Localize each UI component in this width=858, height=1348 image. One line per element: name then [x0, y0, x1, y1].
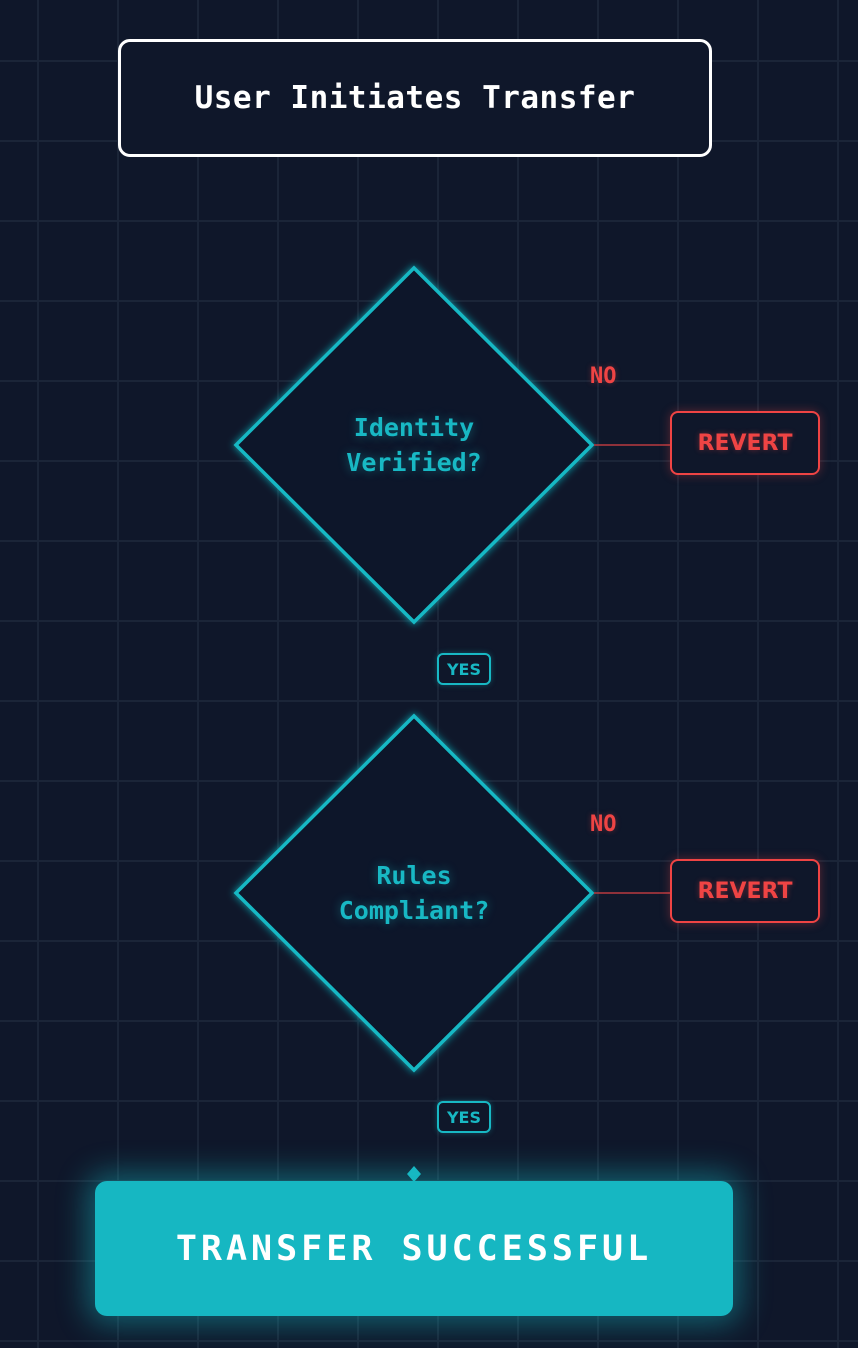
decision-identity-label[interactable]: Identity Verified? — [294, 410, 534, 480]
decision-identity-line2: Verified? — [346, 448, 482, 477]
no-label-identity: NO — [590, 364, 617, 389]
revert-button-rules[interactable]: REVERT — [670, 859, 820, 923]
yes-badge-rules: YES — [437, 1101, 491, 1133]
success-node-label: TRANSFER SUCCESSFUL — [175, 1228, 653, 1269]
yes-badge-identity: YES — [437, 653, 491, 685]
no-label-rules: NO — [590, 812, 617, 837]
decision-identity-line1: Identity — [353, 413, 475, 442]
success-node[interactable]: TRANSFER SUCCESSFUL — [95, 1181, 733, 1316]
start-node[interactable]: User Initiates Transfer — [118, 39, 712, 157]
revert-button-identity[interactable]: REVERT — [670, 411, 820, 475]
decision-rules-line2: Compliant? — [338, 896, 490, 925]
decision-rules-label[interactable]: Rules Compliant? — [294, 858, 534, 928]
decision-rules-line1: Rules — [376, 861, 452, 890]
yes-label: YES — [446, 1107, 482, 1127]
revert-label: REVERT — [697, 878, 793, 904]
revert-label: REVERT — [697, 430, 793, 456]
arrow-diamond-head-icon — [407, 1166, 421, 1182]
start-node-label: User Initiates Transfer — [194, 80, 636, 116]
yes-label: YES — [446, 659, 482, 679]
